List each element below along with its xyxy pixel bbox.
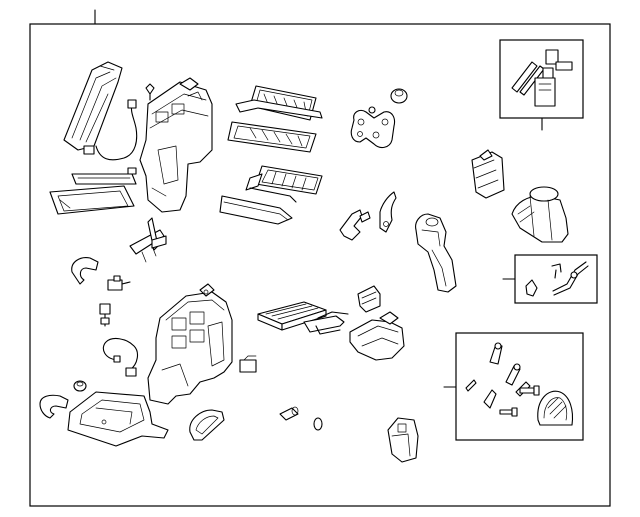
part-door-lever	[379, 191, 397, 233]
part-o-ring	[313, 417, 323, 431]
part-recirculation-actuator	[357, 285, 381, 313]
part-heater-core-frame	[227, 121, 317, 153]
part-foam-gasket	[189, 409, 225, 441]
part-lower-housing-tray	[67, 391, 169, 447]
part-aspirator-hose	[279, 406, 299, 421]
part-grommet	[390, 88, 408, 104]
part-air-filter	[245, 165, 323, 195]
part-vacuum-link	[339, 209, 371, 241]
subassembly-box-door-linkage	[443, 332, 584, 441]
part-lower-case-assembly	[147, 283, 233, 405]
part-blower-motor	[511, 186, 569, 243]
part-filter-cover	[49, 173, 137, 215]
part-sensor-bracket	[129, 217, 167, 263]
part-mounting-bracket-holes	[350, 106, 396, 149]
part-mode-door-actuator	[471, 149, 505, 199]
part-temperature-sensor	[107, 275, 131, 291]
part-wiring-harness-lower	[102, 337, 139, 377]
part-drain-grommet	[73, 380, 87, 392]
part-control-module	[387, 417, 419, 463]
part-hose-clamp	[71, 257, 99, 285]
part-filter-tray	[219, 187, 297, 225]
part-wiring-harness-upper	[83, 99, 138, 161]
part-seal-ring	[39, 394, 69, 419]
part-upper-case-assembly	[139, 77, 213, 213]
part-blend-door-actuator-small	[99, 303, 111, 327]
part-defroster-duct	[415, 213, 457, 293]
subassembly-box-seal-kit	[499, 39, 584, 131]
part-clip-square	[127, 167, 137, 175]
part-clip-small	[145, 83, 155, 95]
part-evaporator-core	[235, 85, 323, 121]
part-floor-duct	[349, 311, 405, 361]
subassembly-box-actuator-link	[502, 254, 598, 304]
part-blower-resistor	[239, 355, 257, 373]
part-evaporator-cover	[63, 61, 123, 151]
part-heater-core	[257, 301, 349, 335]
